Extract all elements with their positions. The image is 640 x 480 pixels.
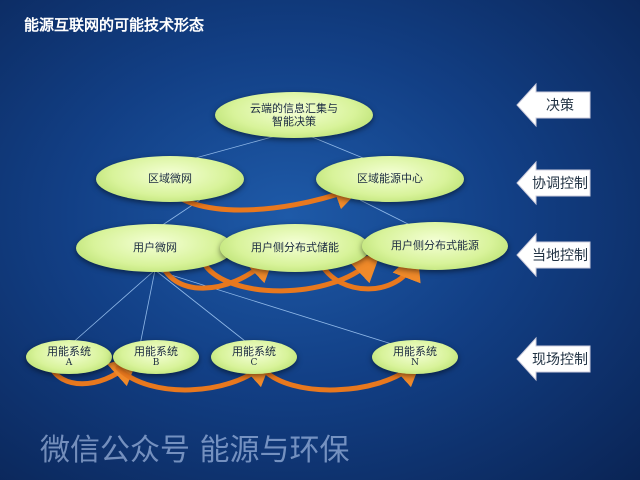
node-label: 用户侧分布式能源 xyxy=(391,239,479,253)
level-label: 当地控制 xyxy=(532,248,588,264)
node-label: 用能系统 xyxy=(134,345,178,358)
level-label: 协调控制 xyxy=(532,176,588,192)
node-regional-energy-center: 区域能源中心 xyxy=(316,156,464,202)
node-cloud-decision: 云端的信息汇集与 智能决策 xyxy=(215,92,373,138)
node-id: C xyxy=(250,358,258,369)
left-arrow-icon xyxy=(516,232,591,278)
node-label: 云端的信息汇集与 xyxy=(250,101,338,115)
level-label: 决策 xyxy=(546,98,574,114)
node-user-storage: 用户侧分布式储能 xyxy=(220,224,370,272)
watermark: 微信公众号 能源与环保 xyxy=(40,433,350,468)
node-label: 区域微网 xyxy=(148,172,192,186)
level-local-control: 当地控制 xyxy=(516,232,592,278)
node-label: 用能系统 xyxy=(393,345,437,358)
level-decision: 决策 xyxy=(516,82,592,128)
node-label: 用户侧分布式储能 xyxy=(251,241,339,255)
level-coordination: 协调控制 xyxy=(516,160,592,206)
node-id: A xyxy=(65,358,73,369)
left-arrow-icon xyxy=(516,160,591,206)
node-label: 区域能源中心 xyxy=(357,172,423,186)
node-regional-microgrid: 区域微网 xyxy=(96,156,244,202)
left-arrow-icon xyxy=(516,82,591,128)
node-user-microgrid: 用户微网 xyxy=(76,224,234,272)
node-id: B xyxy=(152,358,160,369)
level-label: 现场控制 xyxy=(532,352,588,368)
slide-title: 能源互联网的可能技术形态 xyxy=(24,16,205,34)
node-label: 用能系统 xyxy=(47,345,91,358)
node-id: N xyxy=(411,358,419,369)
left-arrow-icon xyxy=(516,336,591,382)
node-label: 智能决策 xyxy=(272,115,316,128)
node-user-energy: 用户侧分布式能源 xyxy=(362,222,508,270)
node-label: 用能系统 xyxy=(232,345,276,358)
level-field-control: 现场控制 xyxy=(516,336,592,382)
node-label: 用户微网 xyxy=(133,241,177,255)
